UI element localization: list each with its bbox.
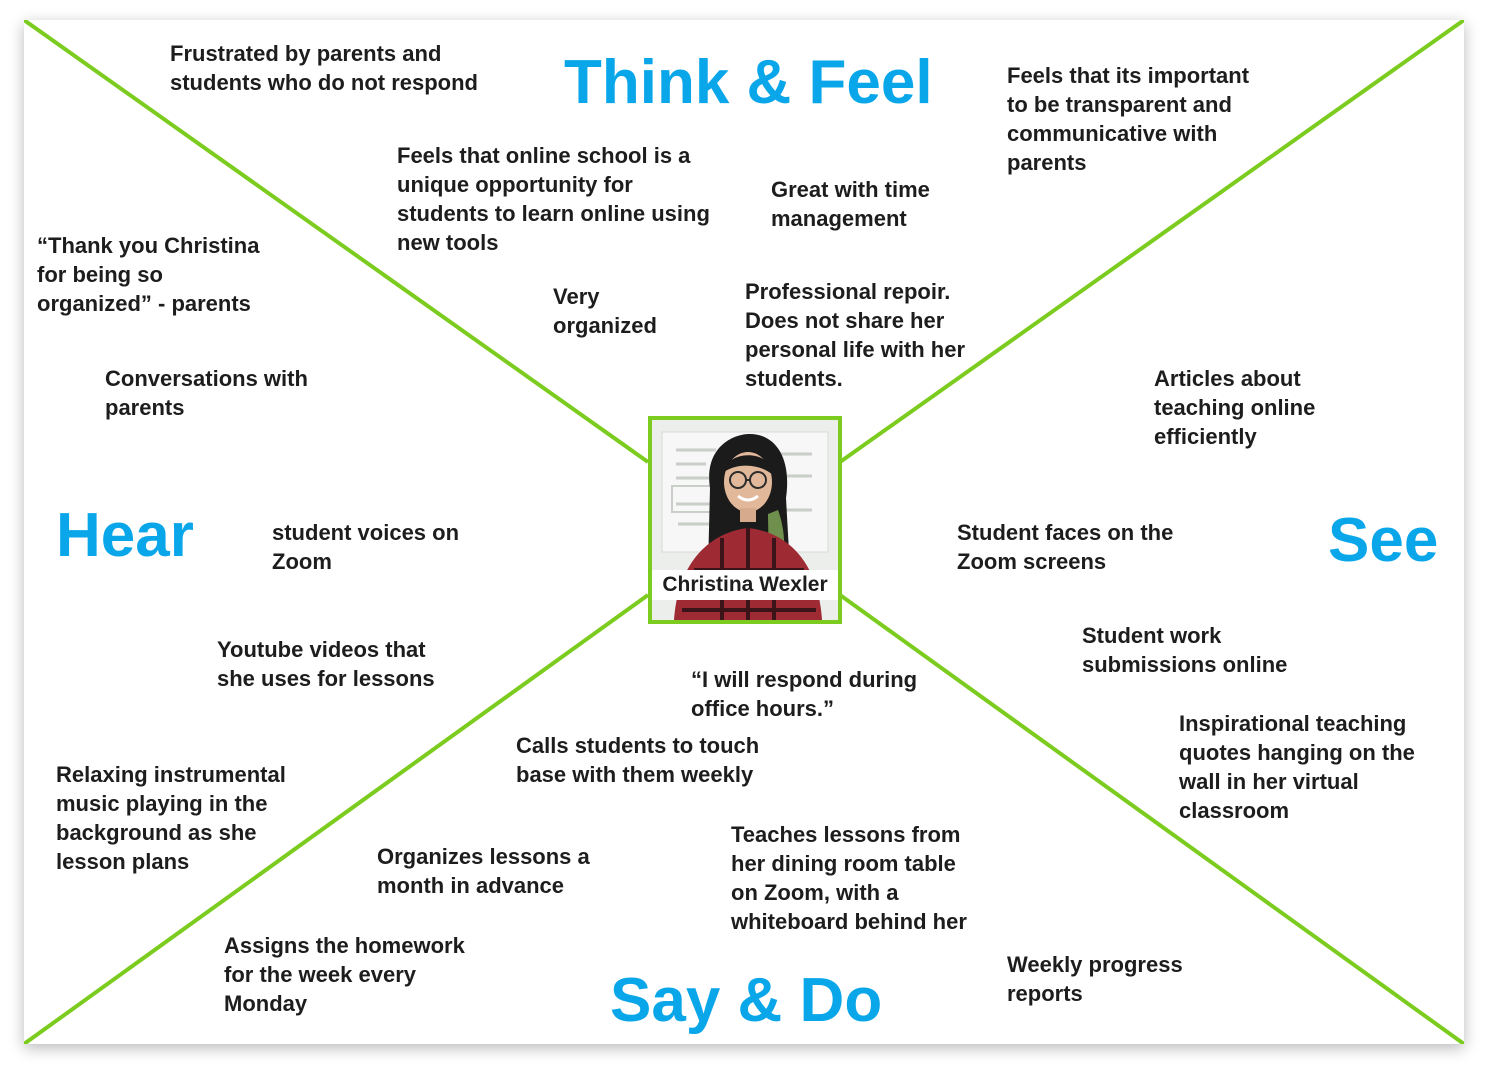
hear-heading: Hear [56, 501, 194, 570]
note-online-school: Feels that online school is a unique opp… [397, 143, 710, 255]
divider-top-left [24, 20, 650, 464]
persona-name: Christina Wexler [652, 570, 838, 600]
empathy-map-canvas: Think & Feel Hear See Say & Do Frustrate… [24, 20, 1464, 1044]
persona-card: Christina Wexler [648, 416, 842, 624]
note-transparent: Feels that its important to be transpare… [1007, 63, 1250, 175]
note-time-management: Great with time management [771, 177, 930, 231]
note-youtube: Youtube videos that she uses for lessons [217, 637, 435, 691]
note-student-faces: Student faces on the Zoom screens [957, 520, 1174, 574]
note-respond-quote: “I will respond during office hours.” [691, 667, 918, 721]
note-articles: Articles about teaching online efficient… [1154, 366, 1316, 449]
note-inspirational: Inspirational teaching quotes hanging on… [1179, 711, 1415, 823]
note-very-organized: Very organized [553, 284, 657, 338]
divider-bottom-right [838, 593, 1464, 1044]
note-frustrated: Frustrated by parents and students who d… [170, 41, 478, 95]
note-organizes: Organizes lessons a month in advance [377, 844, 590, 898]
quadrant-dividers [24, 20, 1464, 1044]
divider-top-right [838, 20, 1464, 464]
note-conversations: Conversations with parents [105, 366, 308, 420]
note-thank-you-quote: “Thank you Christina for being so organi… [37, 233, 260, 316]
note-professional: Professional repoir. Does not share her … [745, 279, 966, 391]
note-relaxing: Relaxing instrumental music playing in t… [56, 762, 286, 874]
see-heading: See [1328, 506, 1439, 575]
note-calls: Calls students to touch base with them w… [516, 733, 760, 787]
note-student-work: Student work submissions online [1082, 623, 1288, 677]
divider-bottom-left [24, 593, 650, 1044]
note-student-voices: student voices on Zoom [272, 520, 460, 574]
note-weekly-reports: Weekly progress reports [1007, 952, 1183, 1006]
think-feel-heading: Think & Feel [564, 48, 933, 117]
say-do-heading: Say & Do [610, 966, 883, 1035]
note-dining-room: Teaches lessons from her dining room tab… [731, 822, 967, 934]
note-homework: Assigns the homework for the week every … [224, 933, 465, 1016]
